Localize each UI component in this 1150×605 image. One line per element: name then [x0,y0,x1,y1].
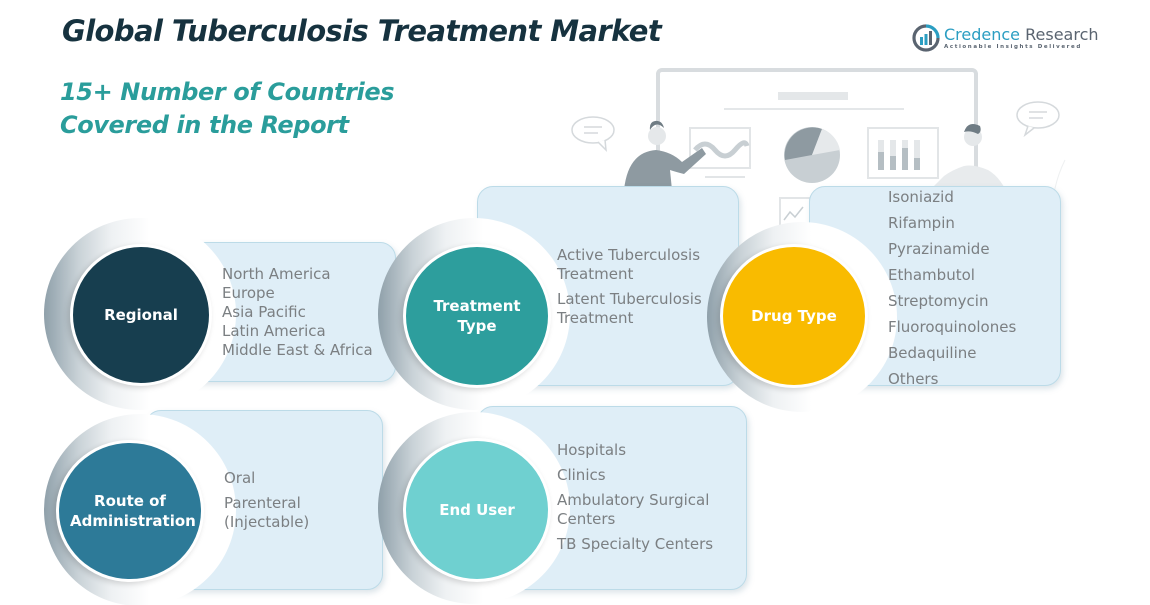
list-item: Middle East & Africa [222,341,373,359]
logo-name-research: Research [1020,25,1099,44]
segment-label-end-user: End User [439,501,515,519]
bar-chart-in-circle-icon [912,24,940,52]
list-item: Europe [222,284,275,302]
subtitle-line-1: 15+ Number of Countries [60,78,395,106]
list-item: Asia Pacific [222,303,306,321]
list-item: Latent Tuberculosis Treatment [557,290,702,327]
credence-research-logo: Credence Research Actionable Insights De… [912,24,1099,52]
list-item: Parenteral (Injectable) [224,494,310,531]
route-of-administration-circle: Route of Administration [56,440,204,582]
treatment-type-circle: Treatment Type [403,244,551,388]
list-item: Others [888,370,939,388]
logo-name: Credence Research [944,26,1099,44]
list-item: Rifampin [888,214,955,232]
regional-circle: Regional [70,244,212,386]
list-item: Bedaquiline [888,344,977,362]
pie-chart-icon [784,127,840,183]
presenter-woman-icon [624,120,706,190]
list-item: Latin America [222,322,326,340]
drug-type-circle: Drug Type [720,244,868,388]
list-item: Clinics [557,466,606,484]
list-item: TB Specialty Centers [557,535,714,553]
drug-type-items: Isoniazid Rifampin Pyrazinamide Ethambut… [888,188,1016,396]
route-of-administration-items: Oral Parenteral (Injectable) [224,469,334,538]
list-item: Streptomycin [888,292,989,310]
list-item: Ambulatory Surgical Centers [557,491,710,528]
list-item: Pyrazinamide [888,240,990,258]
list-item: Ethambutol [888,266,975,284]
list-item: North America [222,265,331,283]
list-item: Oral [224,469,256,487]
list-item: Hospitals [557,441,627,459]
segment-label-treatment-type: Treatment Type [433,297,521,335]
end-user-circle: End User [403,438,551,582]
countries-covered-subtitle: 15+ Number of Countries Covered in the R… [60,76,395,142]
regional-items: North America Europe Asia Pacific Latin … [222,265,373,360]
list-item: Active Tuberculosis Treatment [557,246,701,283]
list-item: Fluoroquinolones [888,318,1017,336]
end-user-items: Hospitals Clinics Ambulatory Surgical Ce… [557,441,727,560]
segment-label-regional: Regional [104,306,178,324]
speech-bubble-left-icon [571,116,615,153]
segment-label-drug-type: Drug Type [751,307,837,325]
treatment-type-items: Active Tuberculosis Treatment Latent Tub… [557,246,717,334]
list-item: Isoniazid [888,188,954,206]
segment-label-route-of-administration: Route of Administration [70,492,196,530]
subtitle-line-2: Covered in the Report [60,111,349,139]
page-title: Global Tuberculosis Treatment Market [62,14,662,48]
speech-bubble-right-icon [1016,101,1060,138]
logo-tagline: Actionable Insights Delivered [944,44,1082,50]
logo-name-credence: Credence [944,25,1021,44]
bar-chart-icon [867,127,939,179]
